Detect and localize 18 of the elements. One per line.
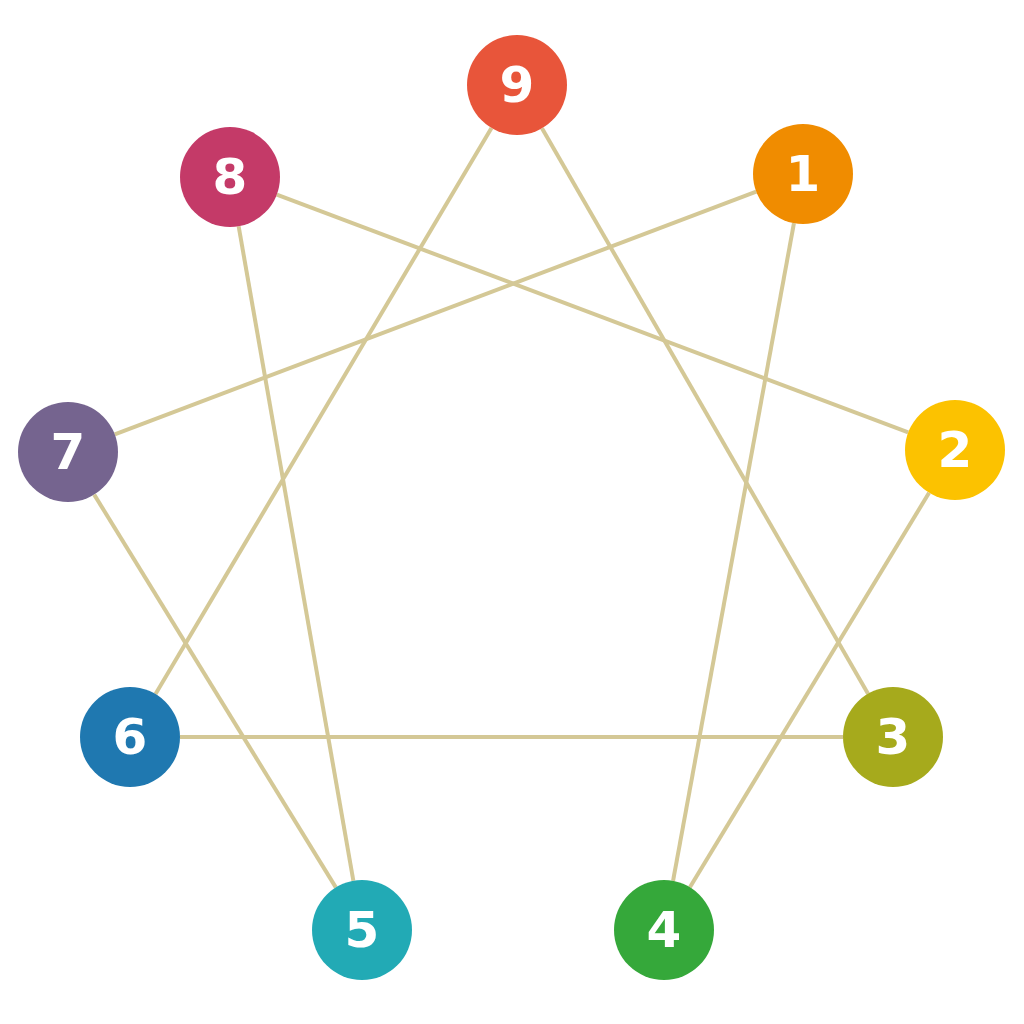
connector-line [540,127,870,695]
connector-line [276,192,909,435]
node-number: 9 [499,60,535,110]
node-number: 4 [646,905,682,955]
node-number: 5 [344,905,380,955]
connector-line [114,189,757,437]
node-number: 3 [875,712,911,762]
connector-line [688,491,931,889]
node-number: 8 [212,152,248,202]
connector-line [671,222,796,882]
node-number: 6 [112,712,148,762]
node-number: 1 [785,149,821,199]
node-number: 2 [937,425,973,475]
connector-line [236,225,356,882]
connector-line [180,735,843,739]
node-number: 7 [50,427,86,477]
connector-line [153,126,494,696]
connector-line [92,493,338,889]
